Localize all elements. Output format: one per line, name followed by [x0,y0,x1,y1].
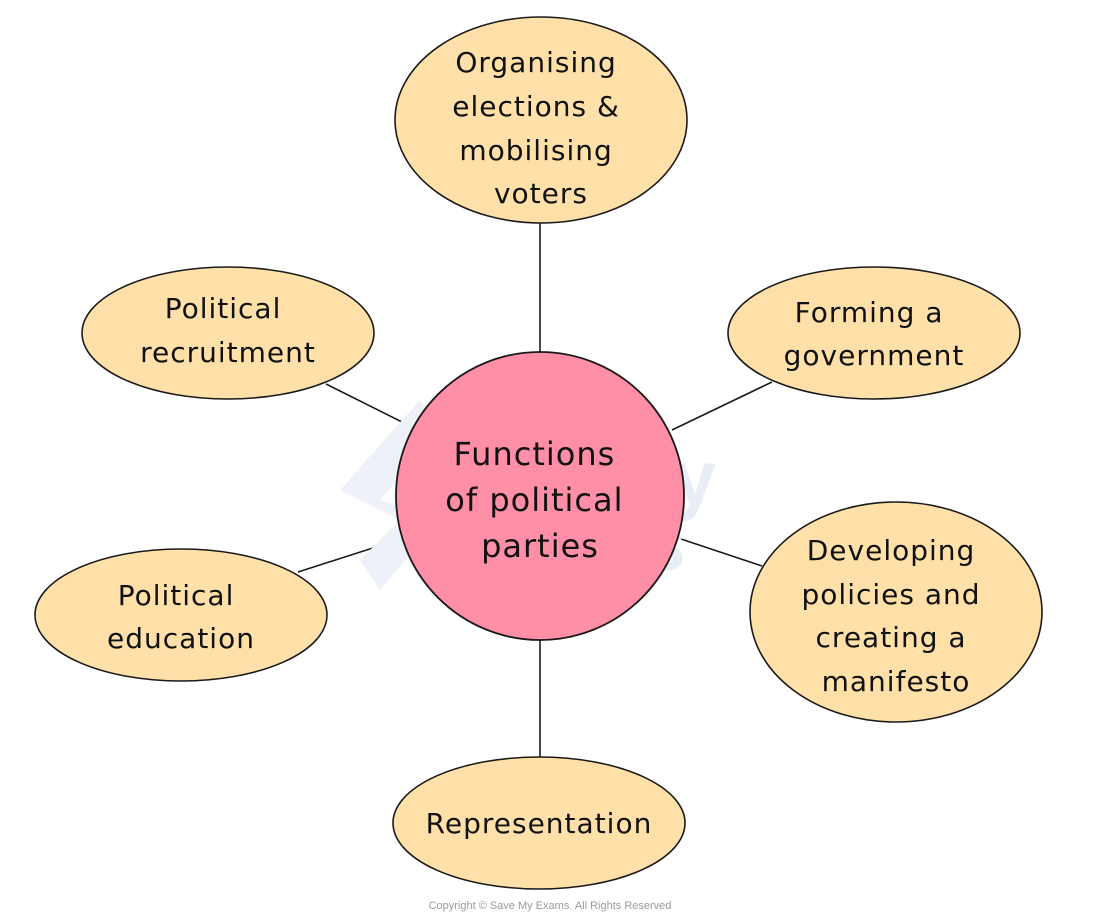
copyright-notice: Copyright © Save My Exams. All Rights Re… [428,900,672,912]
node-top-line: Organising [455,46,616,79]
central-topic-line: Functions [454,435,616,473]
node-upper-right-line: government [784,339,965,372]
svg-text:Organising elections &: Organising elections & mobilising voters [452,46,630,210]
svg-text:Functions of political: Functions of political parties [445,435,634,565]
node-top-line: elections & [452,90,620,123]
node-bubble [34,548,328,682]
node-top: Organising elections & mobilising voters [394,16,688,224]
node-bottom: Representation [392,756,686,890]
node-top-line: mobilising [459,134,612,167]
connector-lower-right [677,537,763,567]
central-topic-line: parties [481,527,599,565]
central-topic-line: of political [445,481,623,519]
svg-text:Political education: Political education [107,579,255,655]
node-upper-left: Political recruitment [81,266,375,400]
node-bubble [392,756,686,890]
node-upper-left-line: Political [165,292,282,325]
node-top-line: voters [494,177,588,210]
node-lower-right-line: manifesto [822,665,971,698]
node-lower-right: Developing policies and creating a manif… [749,501,1043,723]
node-lower-left-line: education [107,622,255,655]
node-bubble [394,16,688,224]
svg-text:Developing policies and: Developing policies and creating a manif… [802,534,991,698]
node-lower-right-line: Developing [807,534,976,567]
node-upper-left-line: recruitment [140,336,316,369]
node-bottom-line: Representation [426,807,653,840]
node-bubble [749,501,1043,723]
central-circle [395,351,685,641]
node-lower-right-line: creating a [816,621,967,654]
svg-text:Political recruitment: Political recruitment [140,292,316,369]
node-lower-right-line: policies and [802,578,981,611]
node-upper-right: Forming a government [727,266,1021,400]
node-bubble [81,266,375,400]
node-upper-right-line: Forming a [795,296,944,329]
node-bubble [727,266,1021,400]
svg-text:Forming a government: Forming a government [784,296,965,372]
node-lower-left: Political education [34,548,328,682]
connector-upper-left [325,383,411,427]
connector-upper-right [671,381,773,431]
central-topic: Functions of political parties [395,351,685,641]
svg-text:Representation: Representation [426,807,653,840]
node-lower-left-line: Political [118,579,235,612]
